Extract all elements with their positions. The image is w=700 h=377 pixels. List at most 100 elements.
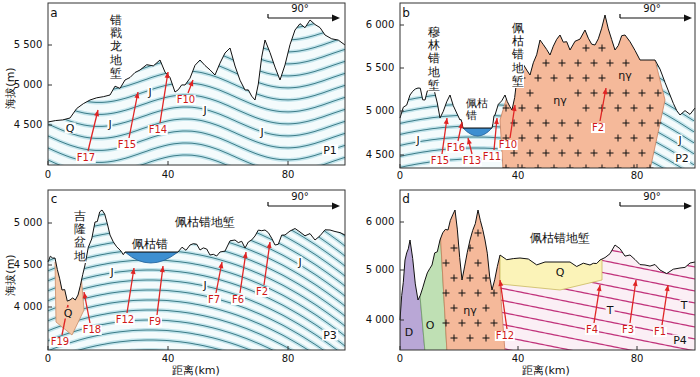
fault-arrowhead: [131, 268, 136, 274]
fault-label: F15: [117, 140, 137, 150]
granite-cross: [575, 120, 582, 127]
granite-cross: [647, 135, 654, 142]
stratum-line: [48, 11, 345, 40]
granite-cross: [583, 105, 590, 112]
axis-tick-label: 40: [162, 354, 175, 364]
direction-arrow: [619, 14, 620, 18]
axis-tick-label: 5 000: [366, 265, 395, 275]
stratum-band: [48, 330, 345, 377]
granite-cross: [551, 75, 558, 82]
granite-cross: [575, 90, 582, 97]
fault-arrowhead: [134, 92, 139, 98]
granite-cross: [483, 275, 490, 282]
graben-name: 错戳龙地堑: [110, 14, 122, 80]
granite-cross: [535, 105, 542, 112]
axis-tick-label: 0: [397, 171, 403, 181]
graben-name: 佩枯错地堑: [529, 232, 591, 244]
granite-cross: [623, 60, 630, 67]
stratum-band: [48, 360, 345, 377]
axis-tick: [48, 85, 52, 86]
granite-cross: [535, 135, 542, 142]
granite-cross: [459, 290, 466, 297]
stratum-band: [48, 340, 345, 377]
graben-name: 佩枯错地堑: [512, 22, 524, 88]
azimuth-label: 90°: [291, 192, 309, 202]
stratum-band: [48, 140, 345, 216]
fault-line: [264, 242, 270, 285]
rock-unit: [500, 250, 602, 290]
fault-label: F10: [498, 140, 518, 150]
fault-label: F7: [207, 295, 221, 305]
granite-cross: [475, 230, 482, 237]
granite-cross: [559, 150, 566, 157]
rock-body: [48, 140, 345, 377]
granite-cross: [443, 260, 450, 267]
axis-tick-label: 5 000: [14, 80, 43, 90]
rock-code: ηγ: [462, 305, 477, 316]
lake-body: [125, 252, 178, 263]
granite-cross: [519, 105, 526, 112]
axis-title: 距离(km): [522, 365, 570, 376]
direction-arrow: [268, 17, 334, 18]
granite-cross: [551, 135, 558, 142]
rock-code: ηγ: [552, 95, 567, 106]
profile-label: P2: [674, 153, 690, 164]
axis-tick-label: 5 500: [366, 63, 395, 73]
axis-tick: [400, 68, 404, 69]
granite-cross: [655, 90, 662, 97]
granite-cross: [467, 275, 474, 282]
granite-cross: [519, 135, 526, 142]
fault-line: [129, 92, 138, 138]
strata-code: Q: [63, 308, 74, 319]
granite-cross: [623, 120, 630, 127]
direction-arrowhead: [684, 203, 692, 210]
profile-label: P1: [322, 145, 338, 156]
stratum-line: [500, 348, 695, 377]
stratum-line: [48, 150, 345, 226]
granite-cross: [459, 320, 466, 327]
granite-cross: [543, 150, 550, 157]
strata-code: J: [202, 105, 207, 116]
fault-label: F11: [482, 152, 502, 162]
basin-name: 吉隆盆地: [74, 210, 86, 263]
axis-tick: [637, 164, 638, 168]
granite-cross: [647, 105, 654, 112]
fault-arrowhead: [267, 242, 272, 248]
stratum-band: [48, 350, 345, 377]
stratum-line: [500, 216, 695, 255]
granite-cross: [647, 75, 654, 82]
axis-tick-label: 4 500: [366, 150, 395, 160]
rock-unit: [440, 195, 505, 352]
granite-cross: [475, 290, 482, 297]
axis-tick: [400, 111, 404, 112]
fault-line: [240, 252, 246, 293]
fault-line: [157, 266, 163, 315]
axis-tick-label: 5 000: [14, 218, 43, 228]
granite-cross: [639, 120, 646, 127]
granite-cross: [567, 75, 574, 82]
granite-cross: [623, 150, 630, 157]
axis-tick: [518, 346, 519, 350]
stratum-line: [500, 288, 695, 327]
direction-arrow: [619, 202, 620, 206]
fault-arrowhead: [165, 72, 170, 78]
granite-cross: [511, 150, 518, 157]
stratum-line: [500, 204, 695, 243]
fault-arrowhead: [603, 88, 608, 94]
fault-label: F4: [585, 325, 599, 335]
fault-arrowhead: [494, 118, 499, 124]
fault-label: F19: [50, 337, 70, 347]
fault-arrowhead: [498, 280, 503, 286]
granite-cross: [615, 135, 622, 142]
granite-cross: [451, 275, 458, 282]
panel-frame: [400, 190, 695, 350]
stratum-band: [48, 23, 345, 52]
lake-name: 佩枯错: [466, 98, 488, 122]
axis-tick: [168, 161, 169, 165]
granite-cross: [583, 75, 590, 82]
rock-code: ηγ: [617, 70, 632, 81]
granite-cross: [443, 320, 450, 327]
granite-cross: [591, 150, 598, 157]
azimuth-label: 90°: [643, 4, 661, 14]
fault-arrowhead: [665, 285, 670, 291]
